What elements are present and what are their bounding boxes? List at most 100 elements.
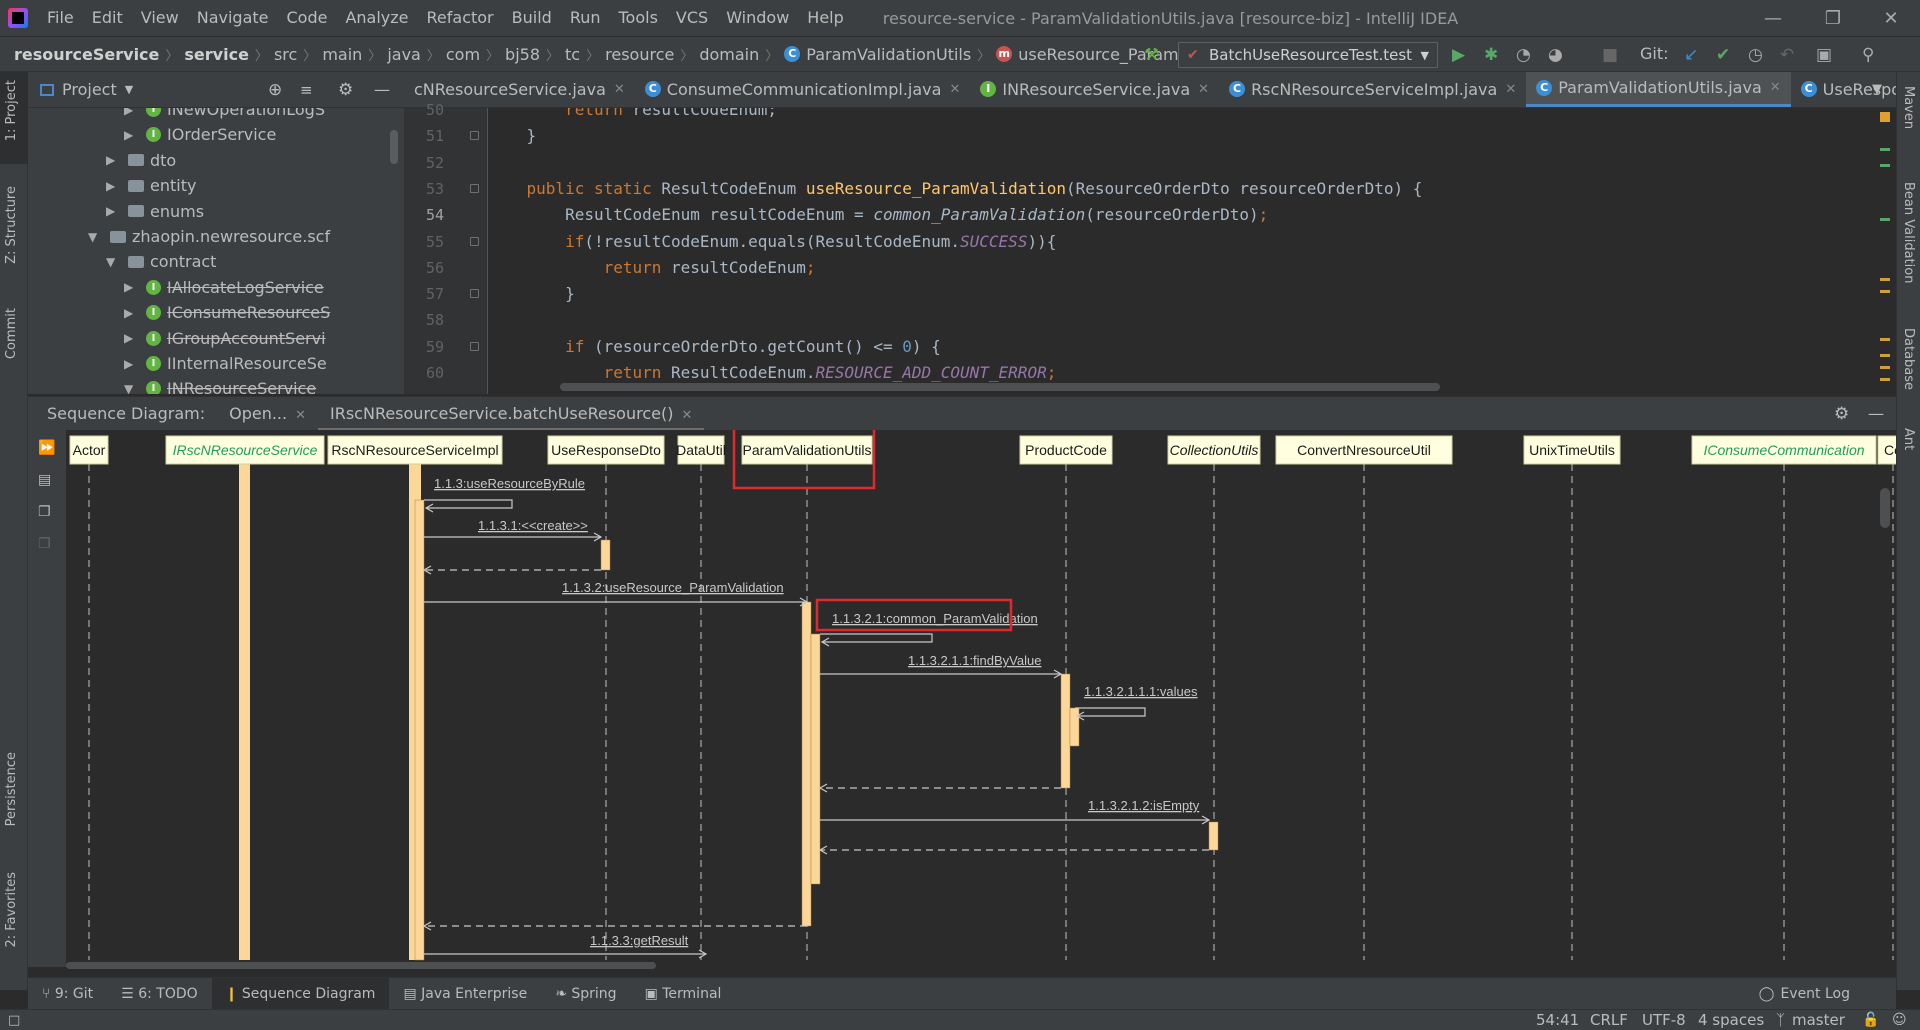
editor-tab[interactable]: cNResourceService.java✕ [404,72,635,107]
project-pane-title[interactable]: Project [62,80,117,99]
message-label[interactable]: 1.1.3.2.1.2:isEmpty [1088,798,1200,813]
diagram-horizontal-scrollbar[interactable] [66,962,656,969]
build-hammer-icon[interactable]: ⚒ [1144,45,1160,65]
tree-item[interactable]: ▶entity [106,173,196,198]
breadcrumb-item[interactable]: com [446,45,480,64]
close-icon[interactable]: ✕ [1198,81,1210,97]
collapsed-arrow-icon[interactable]: ▶ [124,356,134,371]
git-commit-icon[interactable]: ✔ [1716,45,1731,65]
collapsed-arrow-icon[interactable]: ▶ [124,305,134,320]
project-structure-icon[interactable]: ▣ [1816,45,1833,65]
bottom-tab[interactable]: ⑂ 9: Git [28,978,107,1010]
participant-box[interactable] [165,435,325,465]
participant-box[interactable] [1523,435,1621,465]
message-label[interactable]: 1.1.3.1:<<create>> [478,518,588,533]
participant-box[interactable] [327,435,503,465]
menu-tools[interactable]: Tools [618,8,658,27]
code-editor[interactable]: return resultCodeEnum; } public static R… [488,108,1880,394]
participant-box[interactable] [677,435,725,465]
menu-refactor[interactable]: Refactor [426,8,494,27]
caret-position[interactable]: 54:41 [1536,1011,1580,1029]
bottom-tab[interactable]: ☰ 6: TODO [107,978,211,1010]
event-log-button[interactable]: ◯ Event Log [1759,986,1850,1002]
tree-item[interactable]: ▶dto [106,148,176,173]
copy-icon[interactable]: ❐ [38,504,51,520]
coverage-icon[interactable]: ◔ [1516,45,1531,65]
run-icon[interactable]: ▶ [1452,45,1466,65]
breadcrumb-item[interactable]: tc [565,45,580,64]
participant-box[interactable] [1691,435,1877,465]
indent-setting[interactable]: 4 spaces [1698,1011,1765,1029]
collapsed-arrow-icon[interactable]: ▶ [106,204,116,219]
close-icon[interactable]: ✕ [1769,80,1781,95]
message-label[interactable]: 1.1.3.2.1.1.1:values [1084,684,1198,699]
tool-bean-validation[interactable]: Bean Validation [1901,182,1916,284]
breadcrumb-item[interactable]: bj58 [505,45,540,64]
close-icon[interactable]: ✕ [613,81,625,97]
fast-forward-icon[interactable]: ⏩ [38,440,56,456]
tool-persistence[interactable]: Persistence [4,752,19,827]
tool-project[interactable]: 1: Project [4,80,19,142]
gear-icon[interactable]: ⚙ [338,79,354,100]
collapse-all-icon[interactable]: ≡ [300,80,313,99]
tool-maven[interactable]: Maven [1901,86,1916,130]
menu-analyze[interactable]: Analyze [345,8,409,27]
tree-item[interactable]: ▼zhaopin.newresource.scf [88,224,330,249]
participant-box[interactable] [69,435,109,465]
breadcrumb-item[interactable]: resourceService [14,45,159,64]
menu-code[interactable]: Code [286,8,328,27]
menu-run[interactable]: Run [569,8,601,27]
locate-icon[interactable]: ⊕ [268,79,283,100]
participant-box[interactable] [547,435,665,465]
hide-icon[interactable]: — [1868,404,1884,423]
expanded-arrow-icon[interactable]: ▼ [88,229,98,244]
paste-icon[interactable]: ❐ [38,536,51,552]
close-icon[interactable]: ✕ [1505,81,1517,97]
breadcrumb-item[interactable]: main [322,45,362,64]
lock-icon[interactable]: 🔓 [1862,1012,1880,1028]
rollback-icon[interactable]: ↶ [1780,45,1795,65]
breadcrumb-item[interactable]: service [184,45,249,64]
tool-favorites[interactable]: 2: Favorites [4,872,19,948]
collapsed-arrow-icon[interactable]: ▶ [124,108,134,117]
participant-box[interactable] [1167,435,1261,465]
tree-item[interactable]: ▶enums [106,199,204,224]
tool-ant[interactable]: Ant [1901,428,1916,451]
menu-build[interactable]: Build [511,8,552,27]
breadcrumb-item[interactable]: domain [699,45,759,64]
expanded-arrow-icon[interactable]: ▼ [106,254,116,269]
bottom-tab[interactable]: ▤ Java Enterprise [389,978,541,1010]
debug-icon[interactable]: ✱ [1484,45,1499,65]
fold-marker-icon[interactable] [470,183,479,193]
collapsed-arrow-icon[interactable]: ▶ [106,178,116,193]
collapsed-arrow-icon[interactable]: ▶ [124,127,134,142]
message-label[interactable]: 1.1.3.2.1:common_ParamValidation [832,611,1038,626]
menu-window[interactable]: Window [726,8,790,27]
editor-tab[interactable]: CUseResponseDto.jav✕ [1791,72,1896,107]
close-icon[interactable]: ✕ [295,407,306,423]
git-update-icon[interactable]: ↙ [1684,45,1699,65]
menu-view[interactable]: View [140,8,179,27]
bottom-tab[interactable]: ▣ Terminal [631,978,736,1010]
tab-open[interactable]: Open...✕ [217,397,318,431]
message-label[interactable]: 1.1.3.2.1.1:findByValue [908,653,1041,668]
menu-file[interactable]: File [47,8,74,27]
inspector-icon[interactable]: ☺ [1892,1012,1907,1028]
tree-item[interactable]: ▼contract [106,249,216,274]
participant-box[interactable] [1019,435,1113,465]
file-encoding[interactable]: UTF-8 [1642,1011,1686,1029]
editor-horizontal-scrollbar[interactable] [560,383,1440,391]
restore-icon[interactable]: ❐ [1824,7,1842,29]
diagram-vertical-scrollbar[interactable] [1880,488,1890,528]
minimize-icon[interactable]: — [1764,7,1782,29]
close-icon[interactable]: ✕ [681,407,693,423]
